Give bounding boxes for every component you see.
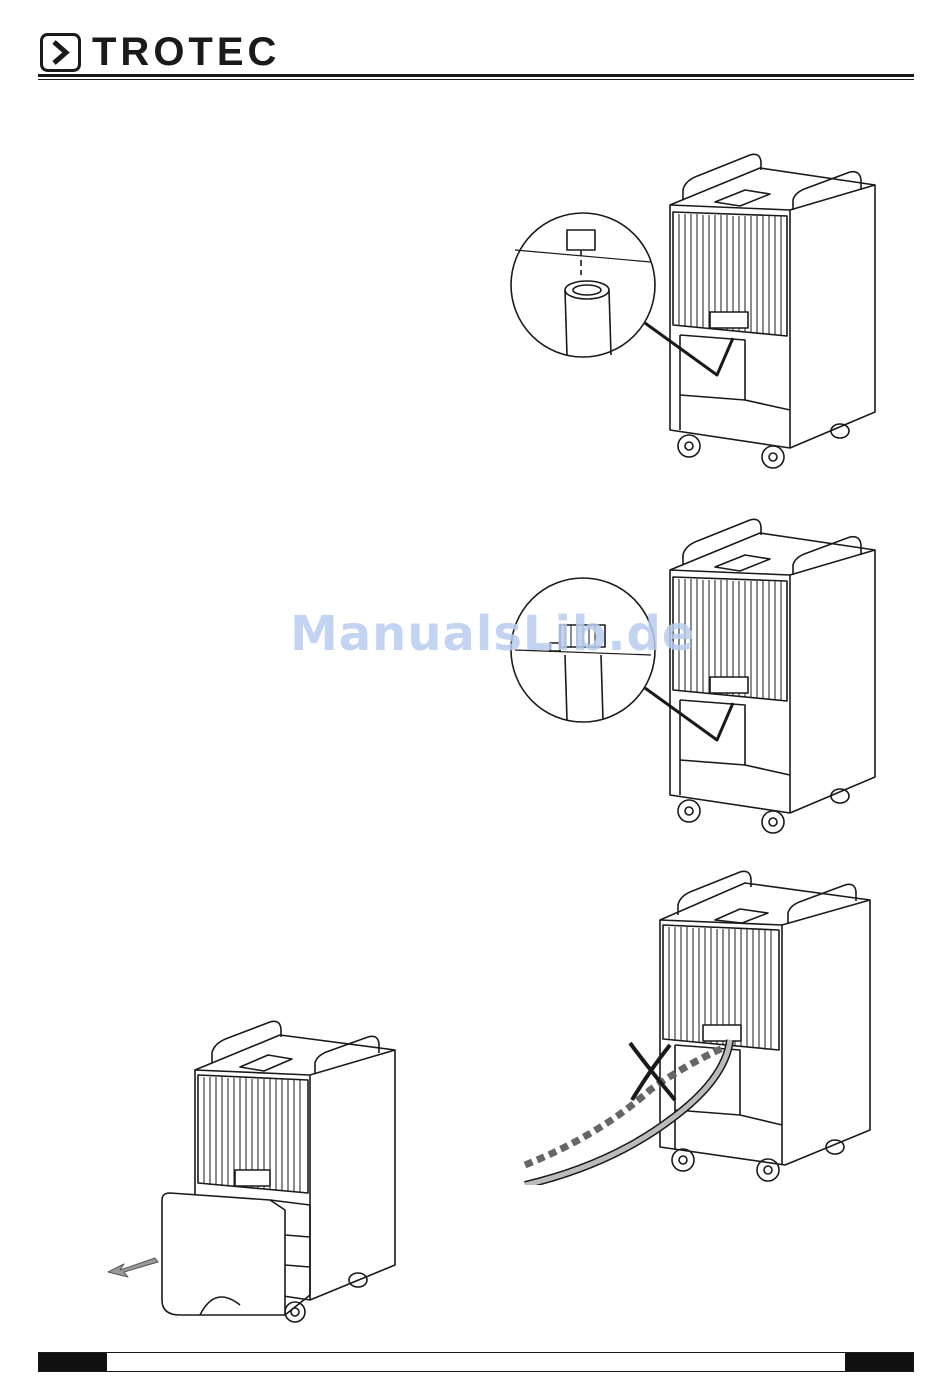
page-footer — [38, 1352, 914, 1372]
dehumidifier-hose-connector-detail — [505, 150, 895, 475]
dehumidifier-hose-routing — [520, 865, 885, 1185]
header-divider-thin — [38, 79, 914, 80]
dehumidifier-unit-icon — [670, 154, 875, 468]
dehumidifier-tank-removal — [100, 1015, 400, 1330]
dehumidifier-unit-icon — [670, 519, 875, 833]
pull-arrow-icon — [108, 1258, 158, 1277]
trotec-logo-icon — [40, 33, 84, 73]
footer-right-block — [845, 1353, 913, 1371]
dehumidifier-unit-icon — [660, 871, 870, 1181]
footer-left-block — [39, 1353, 107, 1371]
brand-name: TROTEC — [92, 30, 280, 75]
watermark: ManualsLib.de — [290, 606, 695, 662]
page-header: TROTEC — [0, 0, 950, 90]
header-divider — [38, 74, 914, 77]
dehumidifier-hose-attached-detail — [505, 515, 895, 840]
